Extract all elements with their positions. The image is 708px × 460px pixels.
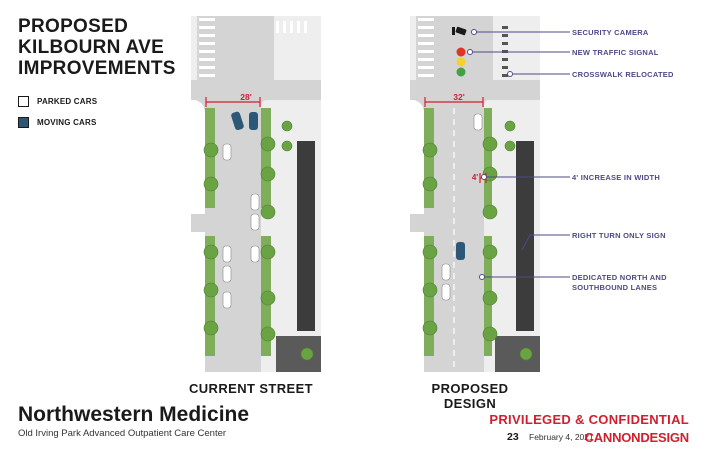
grass-strip	[205, 108, 215, 208]
brand-logo: CANNONDESIGN	[584, 430, 690, 445]
title-line: PROPOSED	[18, 16, 129, 37]
side-street	[410, 214, 424, 232]
building	[297, 141, 315, 331]
callout-text: SOUTHBOUND LANES	[572, 283, 658, 292]
legend-item-moving: MOVING CARS	[18, 117, 97, 128]
curb-left	[191, 100, 205, 372]
current-street-caption: CURRENT STREET	[188, 381, 314, 396]
driveway	[495, 336, 540, 372]
callout-text: DEDICATED NORTH AND	[572, 273, 667, 282]
traffic-signal-icon	[456, 47, 466, 77]
callout-security-camera: SECURITY CAMERA	[572, 28, 649, 38]
leader-lines	[467, 29, 570, 280]
curb-left	[410, 100, 424, 372]
callout-text: RIGHT TURN ONLY SIGN	[572, 231, 666, 240]
security-camera-icon	[452, 26, 467, 36]
crosswalk	[199, 18, 307, 77]
cross-street	[191, 80, 321, 100]
legend: PARKED CARS MOVING CARS	[18, 96, 97, 128]
driveway	[276, 336, 321, 372]
client-name: Northwestern Medicine	[18, 403, 250, 426]
callout-traffic-signal: NEW TRAFFIC SIGNAL	[572, 48, 659, 58]
document-date: February 4, 2021	[529, 432, 594, 442]
current-street-plan	[191, 16, 321, 372]
callout-dedicated-lanes: DEDICATED NORTH AND SOUTHBOUND LANES	[572, 273, 667, 293]
moving-cars	[231, 111, 258, 131]
increase-width-label: 4'	[471, 173, 479, 182]
callout-text: CROSSWALK RELOCATED	[572, 70, 674, 79]
parked-cars	[222, 143, 260, 309]
trees	[203, 120, 314, 361]
crosswalk	[418, 18, 434, 77]
legend-label: PARKED CARS	[37, 97, 98, 106]
callout-leaders	[467, 29, 570, 280]
parked-car-swatch	[18, 96, 29, 107]
moving-car-swatch	[18, 117, 29, 128]
parked-cars	[441, 113, 483, 301]
proposed-width-label: 32'	[453, 92, 465, 102]
side-street	[191, 214, 205, 232]
title-line: KILBOURN AVE	[18, 37, 165, 58]
callout-right-turn-sign: RIGHT TURN ONLY SIGN	[572, 231, 666, 241]
building	[516, 141, 534, 331]
grass-strip	[261, 108, 271, 208]
proposed-design-caption: PROPOSED DESIGN	[431, 381, 509, 411]
callout-text: NEW TRAFFIC SIGNAL	[572, 48, 659, 57]
legend-item-parked: PARKED CARS	[18, 96, 97, 107]
cross-street	[410, 80, 540, 100]
dimension-line	[205, 97, 261, 107]
grass-strip	[484, 108, 492, 208]
moving-cars	[456, 242, 465, 260]
page-title: PROPOSED KILBOURN AVE IMPROVEMENTS	[18, 16, 183, 79]
page-number: 23	[507, 431, 519, 443]
callout-width-increase: 4' INCREASE IN WIDTH	[572, 173, 660, 183]
callout-crosswalk: CROSSWALK RELOCATED	[572, 70, 674, 80]
confidential-notice: PRIVILEGED & CONFIDENTIAL	[489, 412, 689, 427]
current-width-label: 28'	[240, 92, 252, 102]
project-name: Old Irving Park Advanced Outpatient Care…	[18, 428, 227, 439]
callout-text: 4' INCREASE IN WIDTH	[572, 173, 661, 182]
legend-label: MOVING CARS	[37, 118, 97, 127]
grass-strip	[424, 108, 434, 208]
title-line: IMPROVEMENTS	[18, 58, 176, 79]
callout-text: SECURITY CAMERA	[572, 28, 649, 37]
